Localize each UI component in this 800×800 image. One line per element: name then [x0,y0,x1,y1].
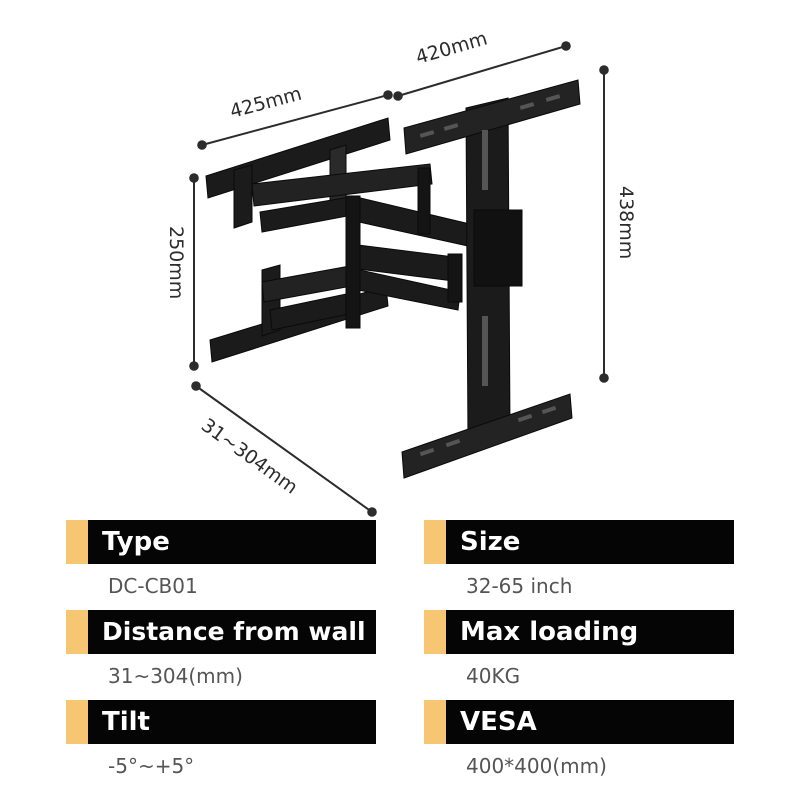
spec-vesa-label: VESA [460,707,537,737]
spec-tilt-label: Tilt [102,707,150,737]
spec-label-bar [88,520,376,564]
spec-loading-value: 40KG [466,664,521,688]
spec-accent [424,610,446,654]
spec-tilt-value: -5°~+5° [108,754,195,778]
extension-line [191,381,377,517]
product-dimension-diagram: 425mm 420mm 438mm 250mm 31~304mm [165,27,637,517]
spec-loading-label: Max loading [460,617,639,647]
spec-distance: Distance from wall 31~304(mm) [66,610,376,688]
wall-height-label: 250mm [165,226,187,299]
spec-accent [424,700,446,744]
spec-size-label: Size [460,527,521,557]
spec-label-bar [446,520,734,564]
spec-type-value: DC-CB01 [108,574,198,598]
spec-accent [424,520,446,564]
spec-label-bar [88,700,376,744]
spec-size-value: 32-65 inch [466,574,573,598]
spec-label-bar [446,700,734,744]
spec-accent [66,610,88,654]
spec-vesa: VESA 400*400(mm) [424,700,734,778]
spec-accent [66,700,88,744]
spec-type-label: Type [102,527,170,557]
plate-height-label: 438mm [615,186,637,259]
spec-label-bar [88,610,376,654]
spec-size: Size 32-65 inch [424,520,734,598]
plate-width-line [393,41,571,101]
extension-label: 31~304mm [197,414,302,498]
spec-vesa-value: 400*400(mm) [466,754,607,778]
spec-type: Type DC-CB01 [66,520,376,598]
plate-width-label: 420mm [413,27,490,68]
spec-distance-label: Distance from wall [102,617,366,646]
spec-distance-value: 31~304(mm) [108,664,243,688]
spec-loading: Max loading 40KG [424,610,734,688]
arm-width-label: 425mm [228,83,304,123]
spec-accent [66,520,88,564]
spec-label-bar [446,610,734,654]
spec-tilt: Tilt -5°~+5° [66,700,376,778]
dimension-lines [189,41,609,517]
tv-wall-mount-illustration [205,79,581,479]
arm-width-line [197,90,393,150]
